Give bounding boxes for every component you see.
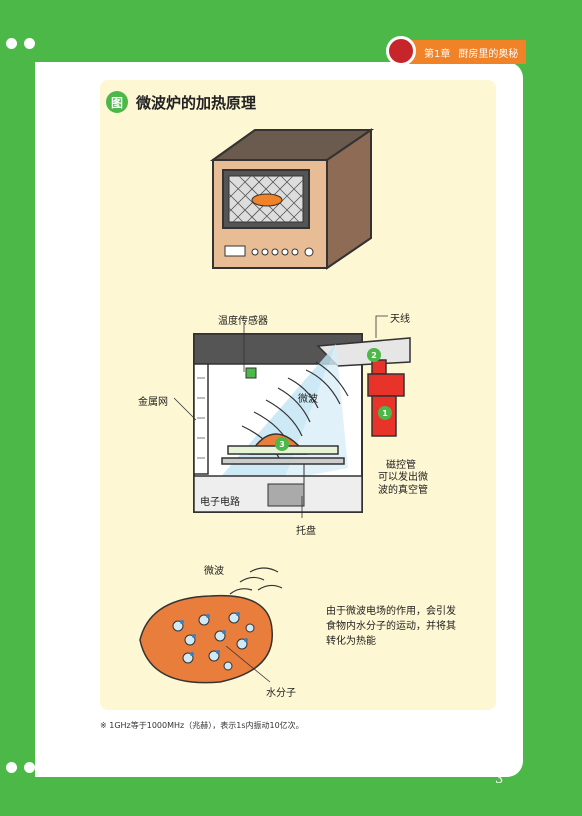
- chapter-label: 第1章: [424, 49, 451, 60]
- binder-hole: [6, 38, 17, 49]
- chapter-title: 厨房里的奥秘: [458, 49, 519, 60]
- chapter-header: 第1章厨房里的奥秘: [424, 45, 518, 60]
- label-circuit: 电子电路: [200, 497, 240, 508]
- label-microwave: 微波: [298, 394, 318, 405]
- label-magnetron: 磁控管: [386, 460, 416, 471]
- microwave-cutaway-illustration: [193, 333, 411, 513]
- label-water-molecule: 水分子: [266, 688, 296, 699]
- figure-caption: 由于微波电场的作用，会引发 食物内水分子的运动，并将其 转化为热能: [326, 604, 476, 649]
- label-antenna: 天线: [390, 314, 410, 325]
- caption-line: 由于微波电场的作用，会引发: [326, 606, 456, 617]
- caption-line: 食物内水分子的运动，并将其: [326, 621, 456, 632]
- badge-magnetron: 1: [378, 406, 392, 420]
- label-microwave-2: 微波: [204, 566, 224, 577]
- footnote: ※ 1GHz等于1000MHz（兆赫），表示1s内振动10亿次。: [100, 721, 304, 730]
- label-temp-sensor: 温度传感器: [218, 316, 268, 327]
- microwave-oven-illustration: [209, 128, 375, 270]
- label-magnetron-note-1: 可以发出微: [378, 472, 428, 483]
- figure-title: 微波炉的加热原理: [136, 94, 257, 112]
- label-magnetron-note-2: 波的真空管: [378, 485, 428, 496]
- water-molecule-illustration: [139, 567, 283, 684]
- binder-hole: [6, 762, 17, 773]
- badge-antenna: 2: [367, 348, 381, 362]
- chapter-food-icon: [386, 36, 416, 66]
- caption-line: 转化为热能: [326, 636, 376, 647]
- figure-badge: 图: [106, 91, 128, 113]
- label-tray: 托盘: [296, 526, 316, 537]
- badge-food: 3: [275, 437, 289, 451]
- page-number: 3: [495, 772, 504, 787]
- binder-hole: [24, 762, 35, 773]
- binder-hole: [24, 38, 35, 49]
- label-metal-mesh: 金属网: [138, 397, 168, 408]
